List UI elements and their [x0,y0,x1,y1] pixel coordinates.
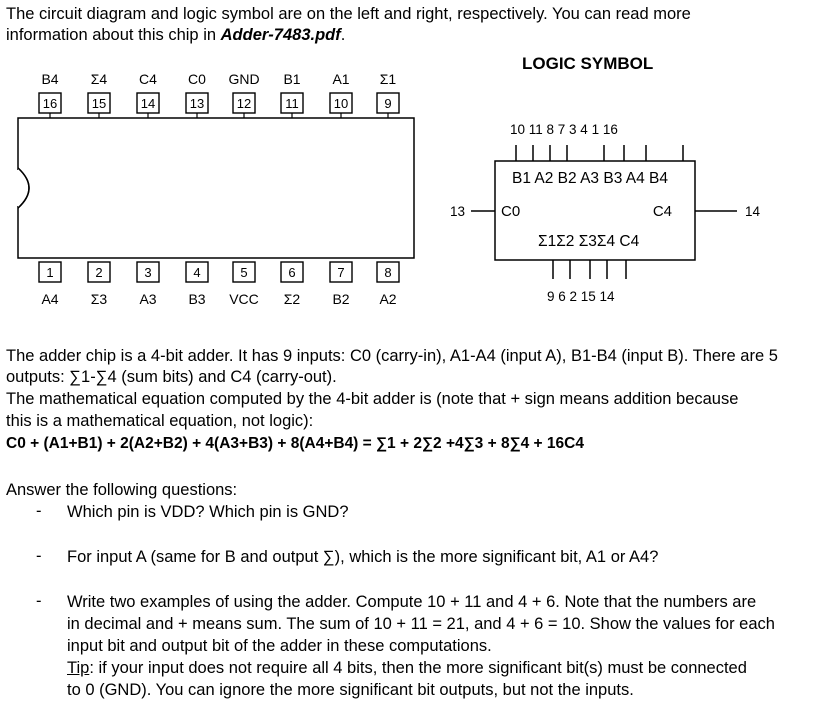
dip-bottom-label: Σ2 [284,291,301,307]
dip-bottom-label: B3 [188,291,205,307]
dip-bottom-label: B2 [332,291,349,307]
description-line-1: The adder chip is a 4-bit adder. It has … [6,347,778,365]
dip-top-pin-number: 9 [384,96,391,111]
intro-line-2-text: information about this chip in [6,26,221,44]
dip-bottom-pin: 1 [38,261,62,283]
dip-bottom-label: VCC [229,291,259,307]
dip-top-pin: 9 [376,92,400,118]
intro-line-2-end: . [340,26,346,44]
adder-equation: C0 + (A1+B1) + 2(A2+B2) + 4(A3+B3) + 8(A… [6,435,584,452]
intro-line-1: The circuit diagram and logic symbol are… [6,5,691,23]
dip-bottom-label: A3 [139,291,156,307]
dip-bottom-pin: 6 [280,261,304,283]
pdf-filename[interactable]: Adder-7483.pdf [220,26,341,44]
tip-text: : if your input does not require all 4 b… [89,659,747,677]
dip-bottom-pin: 2 [87,261,111,283]
dip-top-label: B1 [283,71,300,87]
dip-top-label: A1 [332,71,349,87]
dip-top-pin: 10 [329,92,353,118]
bullet-2: - [36,547,42,565]
dip-bottom-pin-number: 4 [193,265,200,280]
bullet-1: - [36,502,42,520]
dip-bottom-pin: 3 [136,261,160,283]
dip-bottom-pin: 8 [376,261,400,283]
dip-bottom-pin: 5 [232,261,256,283]
dip-bottom-labels: A4 Σ3 A3 B3 VCC Σ2 B2 A2 [41,291,396,307]
question-2: For input A (same for B and output ∑), w… [67,548,659,566]
dip-top-pin: 12 [232,92,256,118]
description-line-2: outputs: ∑1-∑4 (sum bits) and C4 (carry-… [6,368,337,386]
symbol-inputs-row: B1 A2 B2 A3 B3 A4 B4 [512,170,668,187]
dip-bottom-pin-number: 6 [288,265,295,280]
dip-bottom-label: A2 [379,291,396,307]
dip-bottom-pin-number: 8 [384,265,391,280]
logic-symbol-diagram: 10 11 8 7 3 4 1 16 B1 A2 B2 A3 B3 A4 B4 … [450,122,761,304]
tip-label: Tip [67,659,90,677]
dip-top-label: GND [228,71,259,87]
symbol-c4-label: C4 [653,203,672,220]
dip-bottom-pin-number: 3 [144,265,151,280]
tip-line-1: Tip: if your input does not require all … [67,658,747,679]
dip-top-pins: 16 15 14 13 12 11 10 9 [38,92,400,118]
dip-body [17,117,415,259]
dip-top-pin: 13 [185,92,209,118]
dip-bottom-pin-number: 1 [46,265,53,280]
dip-bottom-pin: 4 [185,261,209,283]
symbol-bottom-pin-numbers: 9 6 2 15 14 [547,289,615,304]
symbol-left-pin: 13 [450,204,465,219]
dip-top-pin-number: 10 [334,96,348,111]
dip-top-pin-number: 15 [92,96,106,111]
intro-line-2: information about this chip in Adder-748… [6,25,345,46]
dip-bottom-pin-number: 5 [240,265,247,280]
symbol-top-pin-numbers: 10 11 8 7 3 4 1 16 [510,122,618,137]
dip-top-pin: 16 [38,92,62,118]
dip-bottom-label: A4 [41,291,58,307]
symbol-bottom-leads [552,260,627,279]
dip-bottom-pin: 7 [329,261,353,283]
dip-top-labels: B4 Σ4 C4 C0 GND B1 A1 Σ1 [41,71,396,87]
dip-top-pin-number: 14 [141,96,155,111]
dip-bottom-pins: 1 2 3 4 5 6 7 8 [38,261,400,283]
bullet-3: - [36,592,42,610]
dip-top-pin-number: 13 [190,96,204,111]
symbol-outputs-row: Σ1Σ2 Σ3Σ4 C4 [538,233,640,250]
dip-top-label: C4 [139,71,157,87]
dip-top-label: Σ4 [91,71,108,87]
logic-symbol-title: LOGIC SYMBOL [522,54,654,73]
dip-top-pin-number: 12 [237,96,251,111]
question-3-line-3: input bit and output bit of the adder in… [67,637,492,655]
dip-top-pin-number: 16 [43,96,57,111]
dip-top-pin: 14 [136,92,160,118]
questions-header: Answer the following questions: [6,481,238,499]
dip-top-label: Σ1 [380,71,397,87]
description-line-3: The mathematical equation computed by th… [6,390,739,408]
dip-top-label: B4 [41,71,58,87]
dip-top-pin: 15 [87,92,111,118]
question-1: Which pin is VDD? Which pin is GND? [67,503,349,521]
dip-top-pin-number: 11 [285,96,299,111]
tip-line-2: to 0 (GND). You can ignore the more sign… [67,681,634,699]
question-3-line-2: in decimal and + means sum. The sum of 1… [67,615,775,633]
symbol-right-pin: 14 [745,204,761,219]
dip-bottom-pin-number: 7 [337,265,344,280]
description-line-4: this is a mathematical equation, not log… [6,412,314,430]
dip-top-pin: 11 [280,92,304,118]
dip-bottom-pin-number: 2 [95,265,102,280]
symbol-top-leads [515,145,684,161]
question-3-line-1: Write two examples of using the adder. C… [67,593,757,611]
dip-top-label: C0 [188,71,206,87]
symbol-c0-label: C0 [501,203,520,220]
dip-bottom-label: Σ3 [91,291,108,307]
